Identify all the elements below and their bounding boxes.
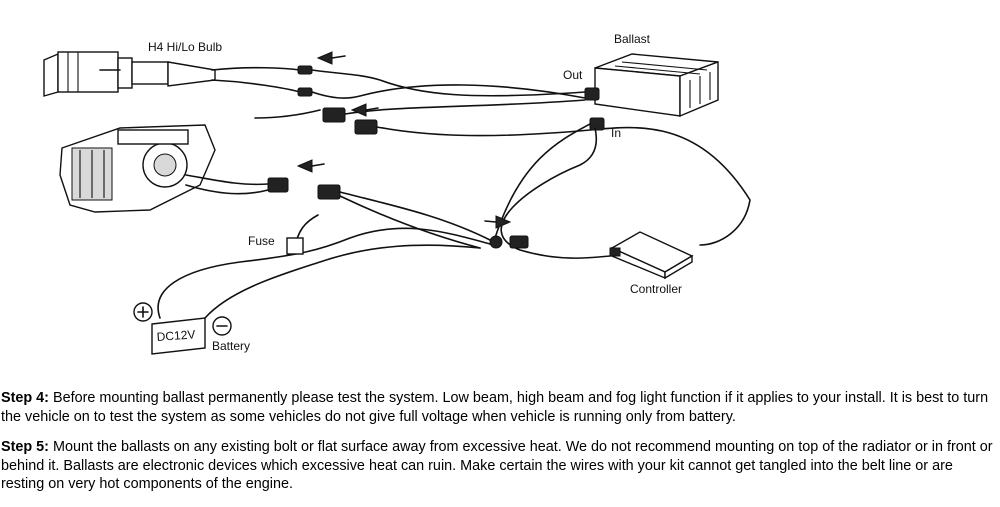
label-in: In xyxy=(611,126,621,140)
ballast-input-wires xyxy=(494,123,621,259)
wiring-diagram: H4 Hi/Lo Bulb Ballast Out In Fuse Contro… xyxy=(43,32,751,355)
step-4-text: Before mounting ballast permanently plea… xyxy=(1,390,989,425)
label-out: Out xyxy=(563,68,583,82)
battery-illustration xyxy=(133,302,232,355)
label-battery-voltage: DC12V xyxy=(156,327,196,344)
h4-bulb-illustration xyxy=(43,51,216,97)
headlight-housing-illustration xyxy=(59,124,289,213)
step-5-text: Mount the ballasts on any existing bolt … xyxy=(1,439,993,492)
step-5: Step 5: Mount the ballasts on any existi… xyxy=(1,438,993,494)
inline-connector xyxy=(489,235,529,249)
label-fuse: Fuse xyxy=(248,234,275,248)
step-4: Step 4: Before mounting ballast permanen… xyxy=(1,389,993,426)
label-battery: Battery xyxy=(212,339,250,353)
step-5-title: Step 5: xyxy=(1,439,49,455)
ballast-illustration xyxy=(584,53,719,131)
harness-connectors xyxy=(254,99,751,249)
instruction-steps: Step 4: Before mounting ballast permanen… xyxy=(1,389,993,506)
fuse-illustration xyxy=(286,237,304,255)
step-4-title: Step 4: xyxy=(1,390,49,406)
label-ballast: Ballast xyxy=(614,32,651,46)
label-bulb: H4 Hi/Lo Bulb xyxy=(148,40,222,54)
power-wires xyxy=(157,214,491,319)
direction-arrows xyxy=(296,51,512,229)
bulb-wires xyxy=(211,65,586,99)
controller-illustration xyxy=(609,231,694,280)
label-controller: Controller xyxy=(630,282,682,296)
